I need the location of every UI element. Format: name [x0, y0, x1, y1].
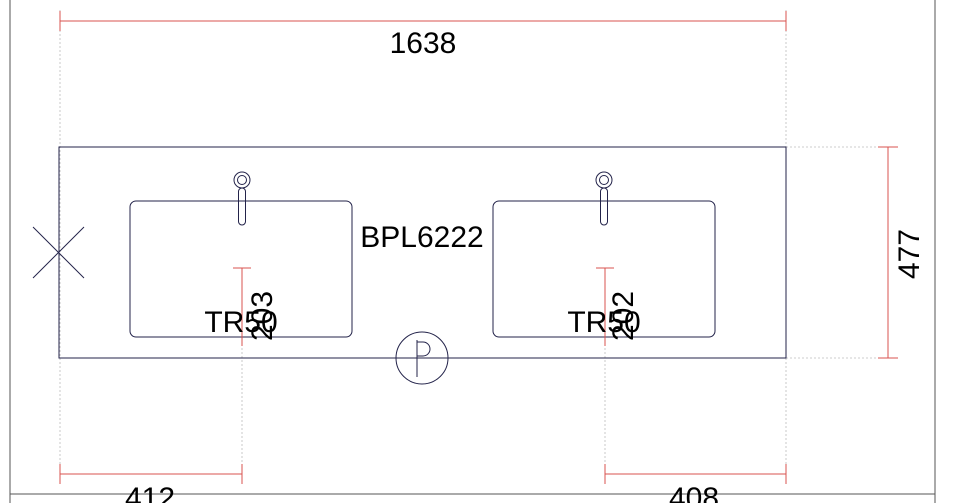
right-offset-label: 408: [669, 482, 719, 503]
left-basin-outline: [129, 200, 353, 338]
right-basin: TR50 202: [492, 171, 716, 346]
left-basin: TR50 203: [129, 171, 353, 346]
right-basin-depth-dimension: [596, 267, 614, 346]
model-code-label: BPL6222: [360, 221, 483, 254]
tap-icon: [233, 171, 251, 226]
left-basin-depth-label: 203: [246, 291, 279, 341]
overall-width-dimension: [59, 11, 787, 31]
right-basin-depth-label: 202: [607, 291, 640, 341]
overall-depth-dimension: [878, 146, 898, 359]
left-basin-depth-dimension: [233, 267, 251, 346]
overall-depth-label: 477: [893, 229, 926, 279]
right-offset-dimension: [604, 464, 787, 484]
right-basin-code-label: TR50: [567, 306, 640, 339]
waste-marker-x-icon: [32, 226, 85, 279]
left-basin-code-label: TR50: [204, 306, 277, 339]
right-basin-outline: [492, 200, 716, 338]
left-offset-dimension: [59, 464, 243, 484]
plug-p-icon: [395, 331, 449, 385]
overall-width-label: 1638: [390, 27, 457, 60]
left-offset-label: 412: [125, 482, 175, 503]
tap-icon: [595, 171, 613, 226]
